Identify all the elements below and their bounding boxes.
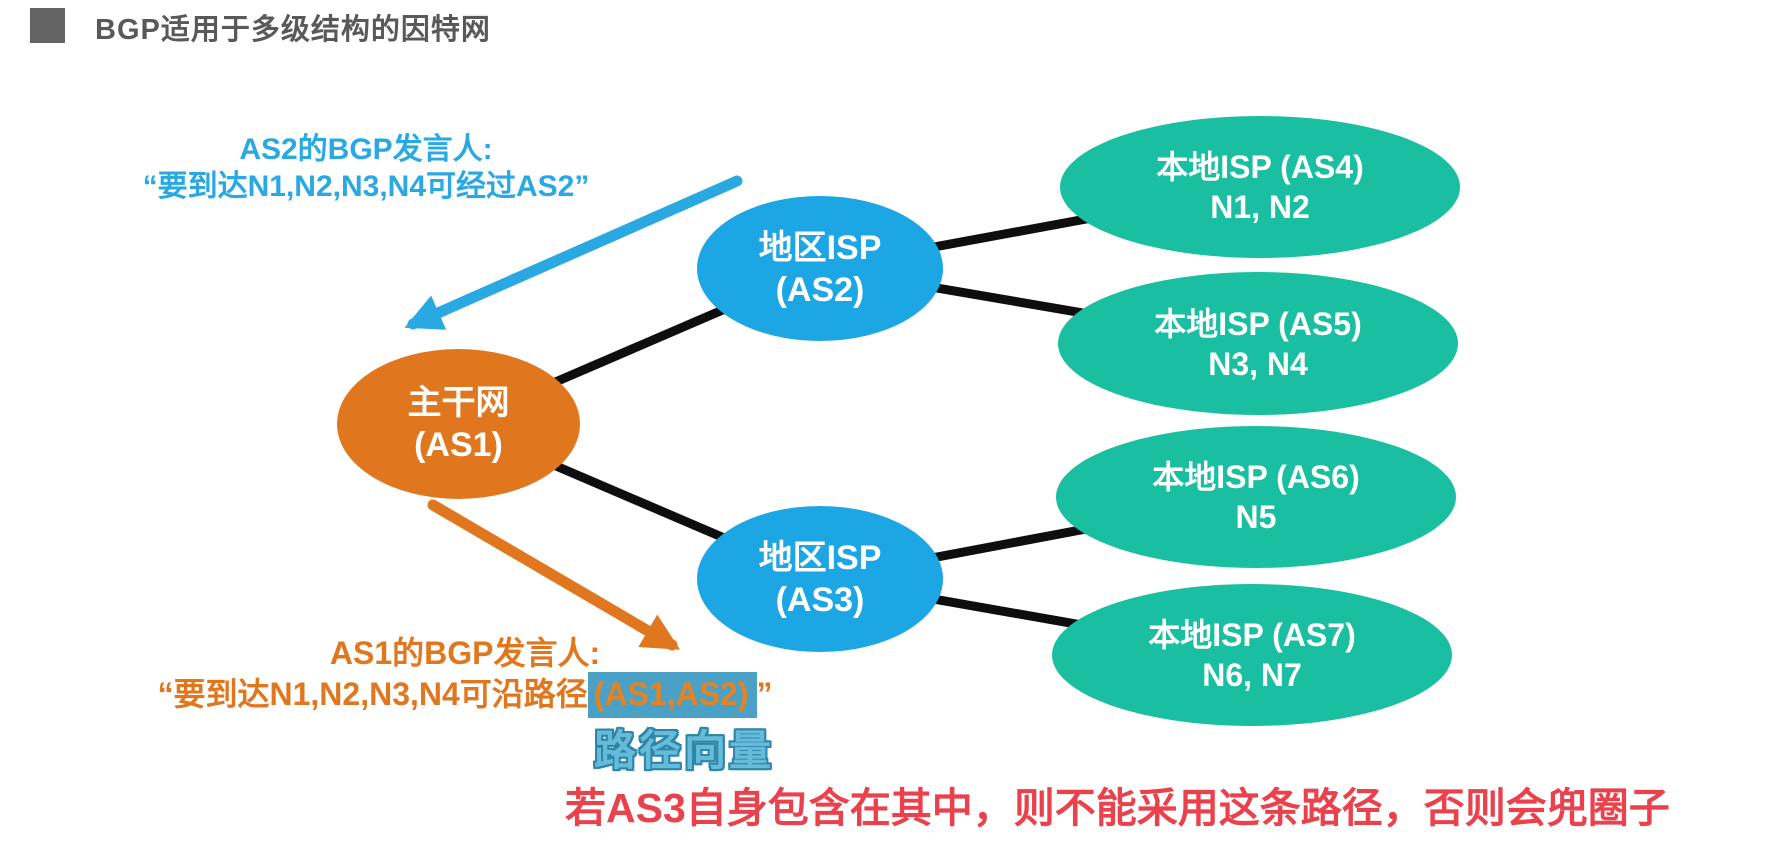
as1-speaker-annotation: AS1的BGP发言人: “要到达N1,N2,N3,N4可沿路径(AS1,AS2)… <box>120 633 810 718</box>
path-highlight: (AS1,AS2) <box>587 672 757 718</box>
node-label: 本地ISP (AS6) <box>1152 459 1360 495</box>
page-title: BGP适用于多级结构的因特网 <box>95 14 491 46</box>
as1-announcement-arrow <box>427 499 681 651</box>
node-as2-regional-isp: 地区ISP (AS2) <box>697 196 943 341</box>
as1-speaker-line1: AS1的BGP发言人: <box>329 635 601 671</box>
node-networks: N6, N7 <box>1202 657 1302 693</box>
node-sublabel: (AS1) <box>414 426 503 464</box>
title-row: BGP适用于多级结构的因特网 <box>0 0 1788 60</box>
as1-speaker-line2: “要到达N1,N2,N3,N4可沿路径(AS1,AS2)” <box>120 672 810 718</box>
node-label: 本地ISP (AS5) <box>1154 305 1362 342</box>
node-networks: N5 <box>1235 499 1277 535</box>
as2-speaker-annotation: AS2的BGP发言人: “要到达N1,N2,N3,N4可经过AS2” <box>106 131 626 205</box>
node-label: 本地ISP (AS4) <box>1156 149 1364 185</box>
node-label: 地区ISP <box>758 539 882 577</box>
node-as4-local-isp: 本地ISP (AS4) N1, N2 <box>1060 116 1460 258</box>
as1-speaker-line2-prefix: “要到达N1,N2,N3,N4可沿路径 <box>157 676 588 712</box>
node-as7-local-isp: 本地ISP (AS7) N6, N7 <box>1052 584 1452 726</box>
node-label: 主干网 <box>407 384 510 422</box>
node-sublabel: (AS3) <box>775 581 865 619</box>
node-as6-local-isp: 本地ISP (AS6) N5 <box>1056 426 1456 568</box>
node-sublabel: (AS2) <box>775 270 865 309</box>
square-bullet-icon <box>30 8 65 43</box>
node-label: 本地ISP (AS7) <box>1148 617 1356 653</box>
path-vector-label: 路径向量 <box>594 727 775 774</box>
node-networks: N1, N2 <box>1210 189 1310 225</box>
node-label: 地区ISP <box>758 228 882 267</box>
node-as5-local-isp: 本地ISP (AS5) N3, N4 <box>1058 272 1458 415</box>
as1-speaker-line2-suffix: ” <box>756 676 773 712</box>
node-networks: N3, N4 <box>1208 345 1308 382</box>
warning-text: 若AS3自身包含在其中，则不能采用这条路径，否则会兜圈子 <box>565 785 1670 831</box>
node-as3-regional-isp: 地区ISP (AS3) <box>697 506 943 652</box>
as2-speaker-line2: “要到达N1,N2,N3,N4可经过AS2” <box>142 170 590 203</box>
node-as1-backbone: 主干网 (AS1) <box>337 349 580 499</box>
as2-speaker-line1: AS2的BGP发言人: <box>239 133 493 166</box>
